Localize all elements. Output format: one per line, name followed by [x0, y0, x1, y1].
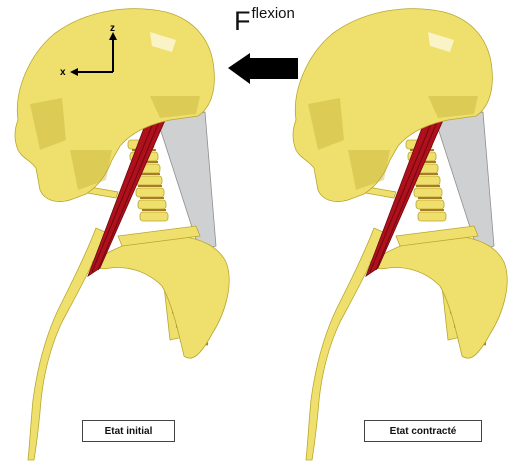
axis-z-label: z	[110, 23, 115, 34]
force-symbol: F	[234, 6, 251, 36]
state-initial-label: Etat initial	[82, 420, 175, 442]
force-label: Fflexion	[234, 8, 295, 39]
model-contracted-state	[293, 9, 507, 460]
state-contracted-label: Etat contracté	[364, 420, 482, 442]
force-superscript: flexion	[252, 5, 295, 22]
flexion-arrow-icon	[228, 53, 298, 84]
axis-x-label: x	[60, 67, 66, 78]
model-initial-state	[15, 9, 229, 460]
